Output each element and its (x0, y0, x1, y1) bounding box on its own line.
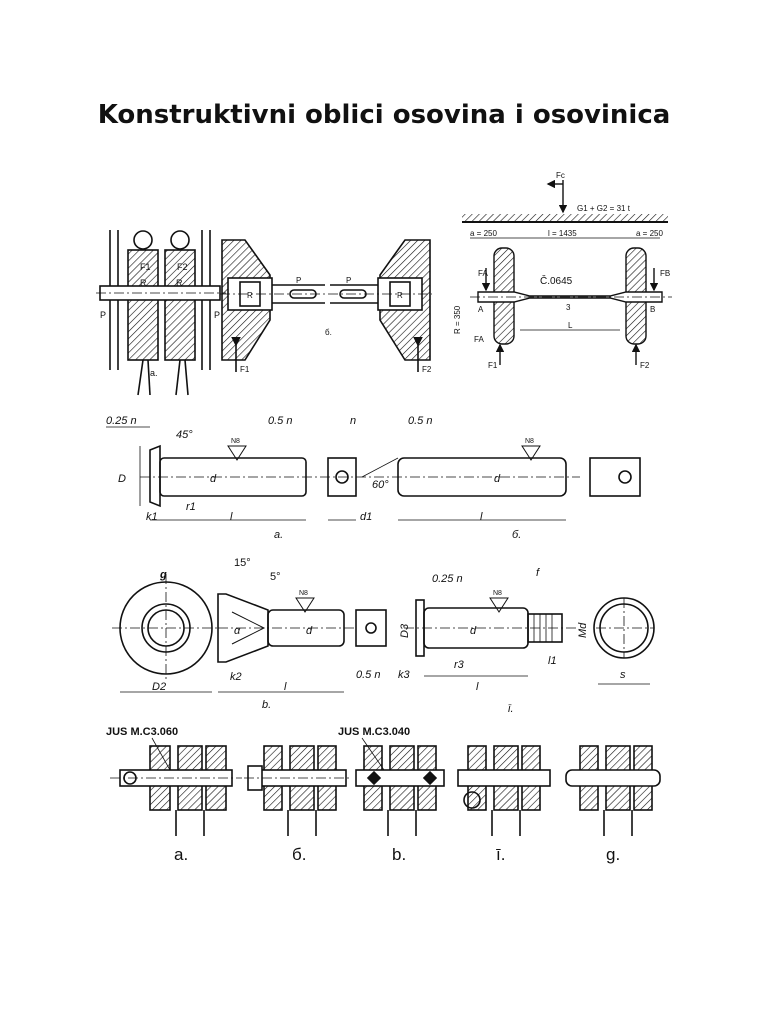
svg-text:P: P (346, 276, 351, 285)
caption-a: a. (174, 845, 188, 864)
pulley-assembly (96, 230, 226, 396)
svg-text:l: l (480, 511, 483, 523)
svg-text:3: 3 (566, 303, 571, 312)
svg-text:r3: r3 (454, 659, 465, 671)
label-p: P (100, 310, 106, 320)
label-r: R (140, 278, 147, 288)
standard-label-b: JUS M.C3.040 (338, 726, 410, 738)
svg-text:n: n (350, 415, 356, 427)
svg-text:r1: r1 (186, 501, 196, 513)
svg-text:D3: D3 (399, 623, 411, 638)
svg-text:d: d (306, 625, 313, 637)
svg-text:s: s (620, 669, 626, 681)
label-r: R (176, 278, 183, 288)
svg-text:FB: FB (660, 269, 670, 278)
svg-text:5°: 5° (270, 571, 281, 583)
joint-drawings (110, 737, 661, 836)
wheelset-labels: Fc G1 + G2 = 31 t a = 250 l = 1435 a = 2… (453, 171, 670, 370)
svg-text:N8: N8 (231, 438, 240, 445)
svg-text:F1: F1 (240, 365, 250, 374)
label-p: P (214, 310, 220, 320)
label-f2: F2 (177, 262, 188, 272)
svg-text:R: R (247, 291, 253, 300)
svg-text:F1: F1 (488, 361, 498, 370)
svg-text:l: l (230, 511, 233, 523)
standard-label-a: JUS M.C3.060 (106, 726, 178, 738)
svg-text:R: R (397, 291, 403, 300)
svg-text:Fc: Fc (556, 171, 565, 180)
svg-text:N8: N8 (525, 438, 534, 445)
caption-d: ī. (496, 845, 505, 864)
svg-text:k2: k2 (230, 671, 242, 683)
caption-e: g. (606, 845, 620, 864)
svg-text:0.25 n: 0.25 n (432, 573, 463, 585)
svg-text:a.: a. (274, 529, 283, 541)
svg-text:A: A (478, 305, 484, 314)
svg-text:15°: 15° (234, 557, 251, 569)
page-title: Konstruktivni oblici osovina i osovinica (97, 100, 671, 130)
svg-text:б.: б. (512, 529, 521, 541)
svg-text:N8: N8 (493, 590, 502, 597)
pin-drawings-row3 (112, 574, 655, 693)
svg-text:60°: 60° (372, 479, 389, 491)
joint-labels: JUS M.C3.060 JUS M.C3.040 a. б. b. ī. g. (106, 726, 620, 864)
svg-text:B: B (650, 305, 655, 314)
caption-c: b. (392, 845, 406, 864)
svg-text:l: l (284, 681, 287, 693)
svg-text:d: d (494, 473, 501, 485)
svg-text:g: g (159, 569, 167, 581)
svg-text:b.: b. (262, 699, 271, 711)
svg-text:L: L (568, 321, 573, 330)
svg-text:0.5 n: 0.5 n (356, 669, 380, 681)
svg-text:D2: D2 (152, 681, 166, 693)
svg-text:D: D (118, 473, 126, 485)
svg-text:k3: k3 (398, 669, 411, 681)
svg-text:N8: N8 (299, 590, 308, 597)
pin-row2-labels: 0.25 n 45° D N8 d r1 k1 l a. 0.5 n n 0.5… (106, 415, 534, 541)
svg-text:F2: F2 (422, 365, 432, 374)
svg-text:l1: l1 (548, 655, 557, 667)
svg-text:P: P (296, 276, 301, 285)
svg-text:d: d (210, 473, 217, 485)
pulley-assembly-labels: F1 F2 R R P P a. (100, 262, 220, 378)
shaft-housing-assembly (220, 239, 432, 372)
svg-text:R = 350: R = 350 (453, 305, 462, 334)
wheelset-diagram (462, 179, 672, 365)
svg-text:0.25 n: 0.25 n (106, 415, 137, 427)
shaft-housing-labels: R P P R б. F1 F2 (240, 276, 432, 374)
svg-text:a = 250: a = 250 (470, 229, 497, 238)
svg-text:G1 + G2 = 31 t: G1 + G2 = 31 t (577, 204, 631, 213)
svg-text:a = 250: a = 250 (636, 229, 663, 238)
svg-text:f: f (536, 567, 540, 579)
svg-text:k1: k1 (146, 511, 158, 523)
svg-text:Č.0645: Č.0645 (540, 274, 573, 287)
svg-text:F2: F2 (640, 361, 650, 370)
svg-text:d: d (470, 625, 477, 637)
svg-text:45°: 45° (176, 429, 193, 441)
svg-text:l = 1435: l = 1435 (548, 229, 577, 238)
svg-text:α: α (234, 625, 241, 637)
svg-text:FA: FA (478, 269, 488, 278)
pin-drawings-row2 (106, 426, 641, 521)
caption-b: б. (325, 328, 332, 337)
svg-text:l: l (476, 681, 479, 693)
svg-text:ī.: ī. (508, 703, 514, 715)
svg-text:Md: Md (577, 622, 589, 638)
caption-b: б. (292, 845, 306, 864)
label-f1: F1 (140, 262, 151, 272)
svg-text:0.5 n: 0.5 n (408, 415, 432, 427)
pin-row3-labels: g D2 15° 5° α N8 d k2 l b. 0.5 n 0.25 n … (152, 557, 626, 715)
svg-text:d1: d1 (360, 511, 372, 523)
svg-text:FA: FA (474, 335, 484, 344)
svg-text:0.5 n: 0.5 n (268, 415, 292, 427)
caption-a: a. (150, 368, 158, 378)
